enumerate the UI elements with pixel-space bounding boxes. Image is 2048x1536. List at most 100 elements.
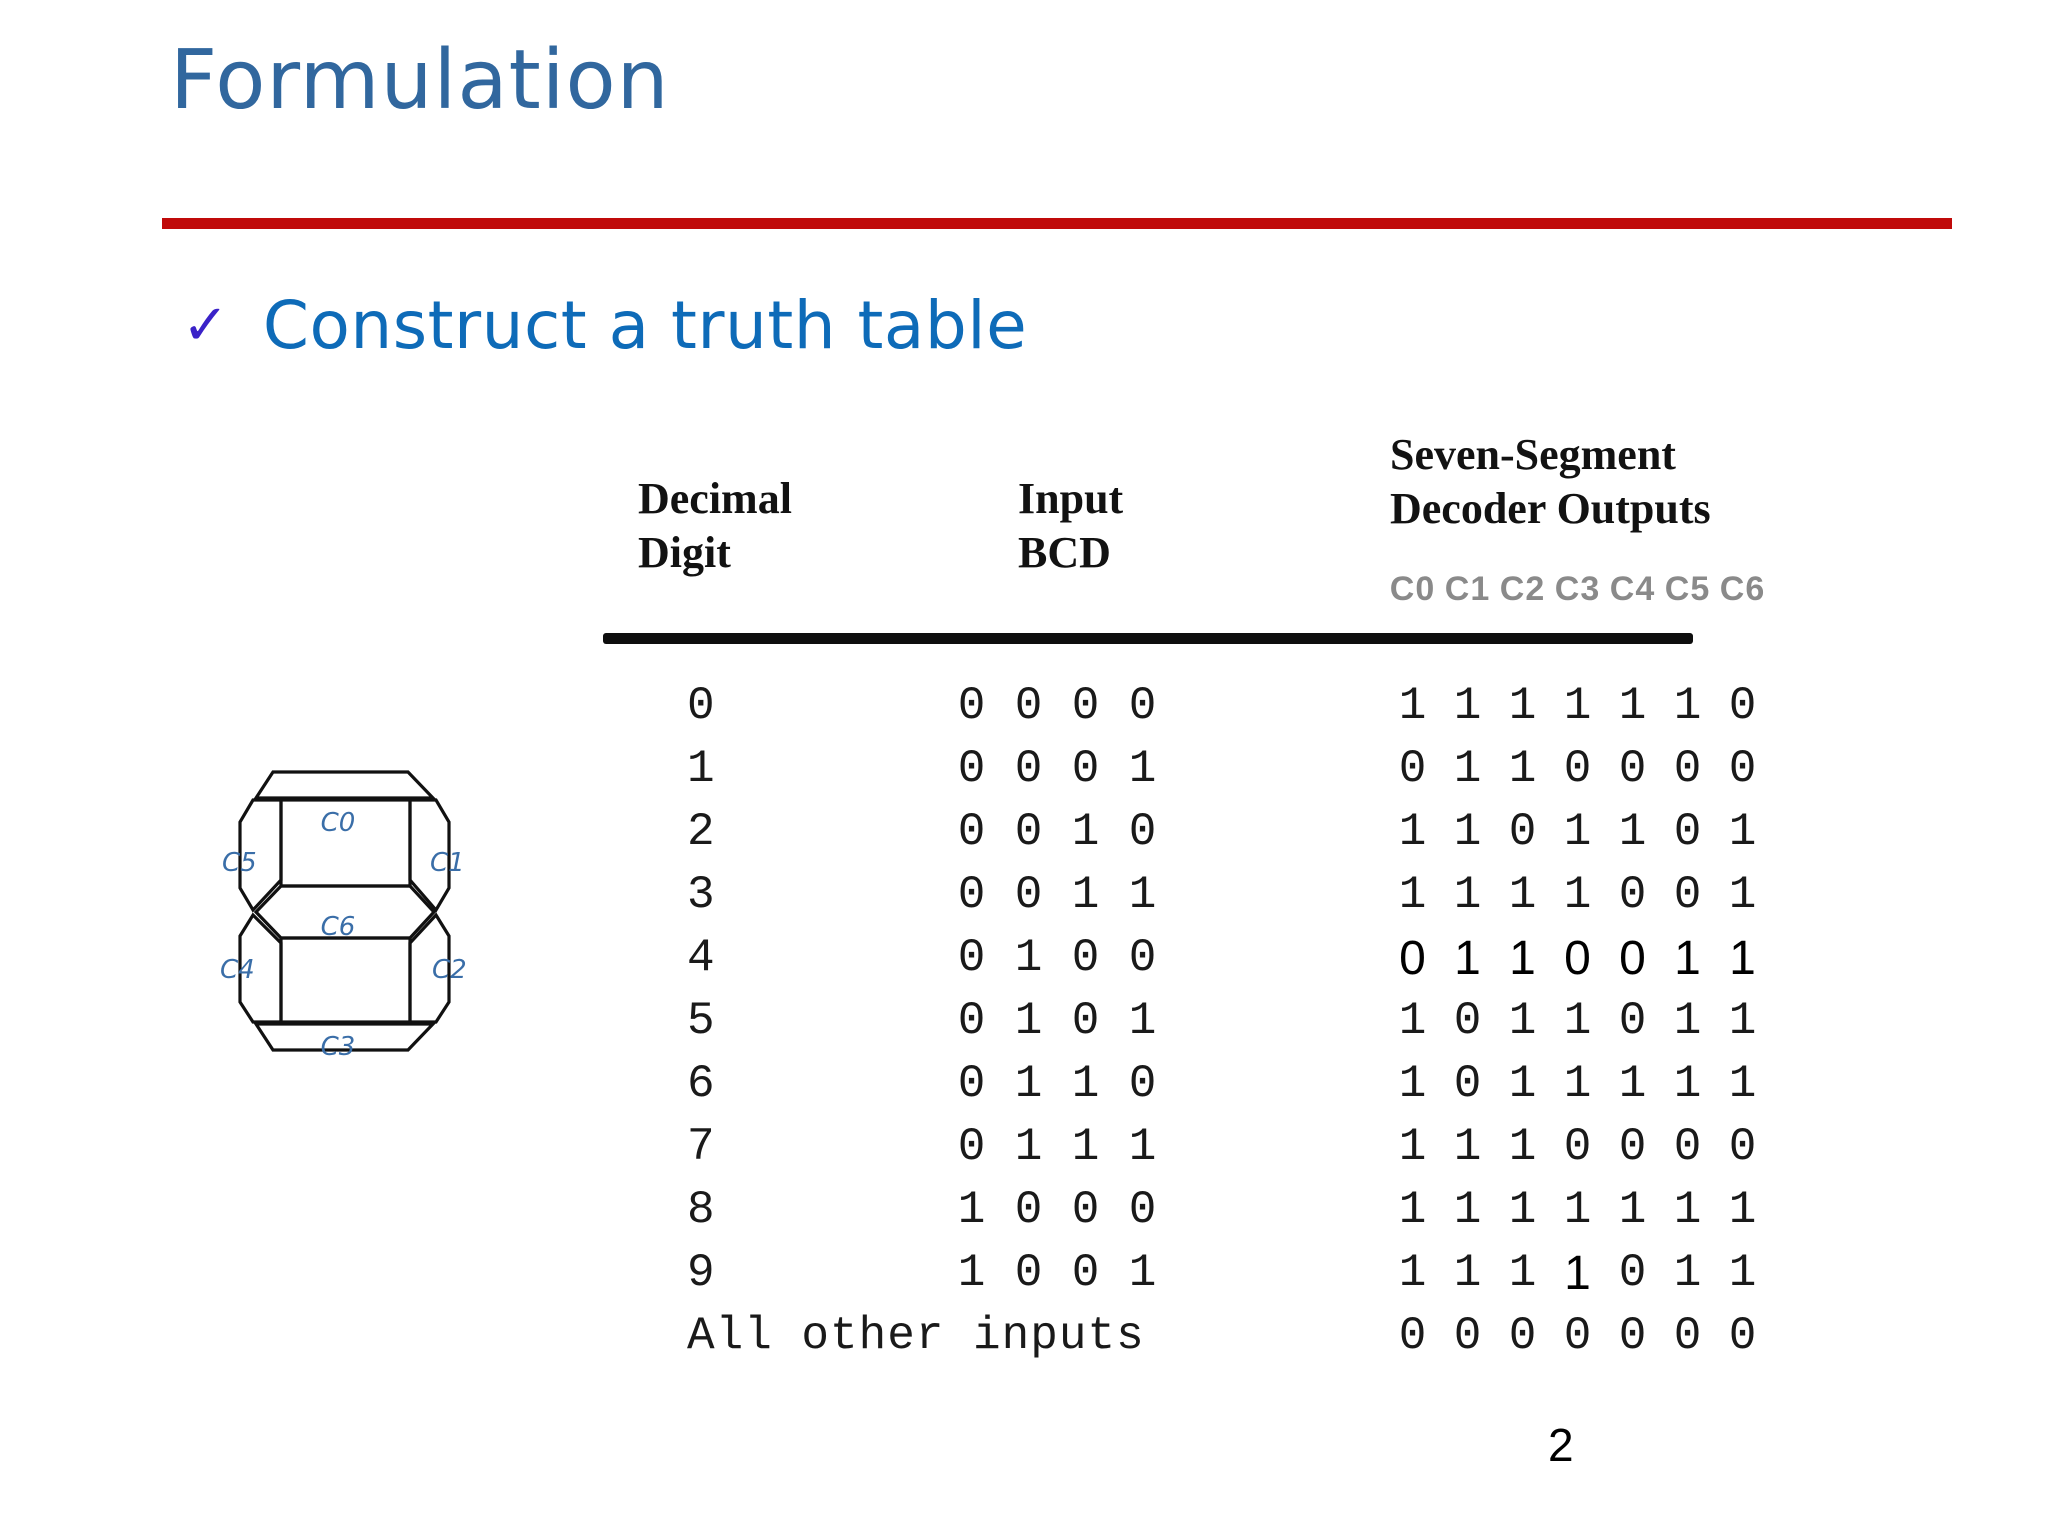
cell-bcd-bit-3: 0 [1128, 680, 1157, 732]
cell-decimal-digit: 4 [687, 932, 715, 984]
cell-decimal-digit: 7 [687, 1121, 715, 1173]
cell-output-c5: 0 [1673, 1121, 1702, 1173]
cell-output-c1: 1 [1453, 743, 1482, 795]
output-column-label-c5: C5 [1664, 570, 1711, 608]
table-header-rule [603, 633, 1693, 644]
cell-output-c4: 1 [1618, 1058, 1647, 1110]
cell-decimal-digit: 3 [687, 869, 715, 921]
checkmark-icon: ✓ [182, 293, 229, 358]
cell-bcd-bit-3: 0 [1128, 1058, 1157, 1110]
cell-output-c1: 0 [1453, 1310, 1482, 1362]
cell-output-c5: 1 [1673, 1184, 1702, 1236]
cell-bcd-bit-3: 0 [1128, 932, 1157, 984]
cell-output-c1: 1 [1453, 1247, 1482, 1299]
cell-bcd-bit-3: 1 [1128, 869, 1157, 921]
cell-output-c1: 0 [1453, 995, 1482, 1047]
cell-bcd-bit-0: 1 [957, 1247, 986, 1299]
cell-output-c6: 1 [1728, 1184, 1757, 1236]
cell-output-c0: 1 [1398, 1058, 1427, 1110]
bullet-construct-truth-table: ✓ Construct a truth table [182, 293, 1027, 359]
cell-decimal-digit: 1 [687, 743, 715, 795]
cell-bcd-bit-0: 0 [957, 869, 986, 921]
cell-output-c4: 0 [1618, 869, 1647, 921]
cell-output-c3: 0 [1564, 932, 1591, 985]
cell-output-c3: 1 [1563, 680, 1592, 732]
cell-bcd-bit-1: 0 [1014, 869, 1043, 921]
cell-bcd-bit-0: 0 [957, 1058, 986, 1110]
cell-output-c6: 1 [1728, 806, 1757, 858]
segment-label-c1: C1 [430, 848, 465, 878]
cell-output-c6: 1 [1728, 1247, 1757, 1299]
cell-bcd-bit-0: 0 [957, 995, 986, 1047]
column-header-input-bcd: Input BCD [1018, 474, 1124, 577]
cell-bcd-bit-1: 0 [1014, 1184, 1043, 1236]
cell-output-c2: 1 [1508, 869, 1537, 921]
cell-output-c4: 1 [1618, 806, 1647, 858]
cell-bcd-bit-0: 0 [957, 932, 986, 984]
cell-output-c0: 1 [1398, 1247, 1427, 1299]
cell-bcd-bit-2: 0 [1071, 680, 1100, 732]
cell-bcd-bit-0: 0 [957, 1121, 986, 1173]
cell-output-c5: 0 [1673, 743, 1702, 795]
cell-bcd-bit-1: 1 [1014, 1121, 1043, 1173]
cell-bcd-bit-3: 0 [1128, 806, 1157, 858]
cell-output-c6: 1 [1728, 995, 1757, 1047]
cell-bcd-bit-2: 0 [1071, 1184, 1100, 1236]
cell-output-c1: 1 [1453, 869, 1482, 921]
cell-decimal-digit: 2 [687, 806, 715, 858]
cell-output-c5: 0 [1673, 869, 1702, 921]
cell-bcd-bit-0: 1 [957, 1184, 986, 1236]
all-other-inputs-label: All other inputs [687, 1310, 1145, 1362]
cell-bcd-bit-2: 1 [1071, 1121, 1100, 1173]
cell-output-c4: 0 [1618, 743, 1647, 795]
output-column-label-c4: C4 [1609, 570, 1656, 608]
cell-bcd-bit-1: 0 [1014, 743, 1043, 795]
cell-bcd-bit-0: 0 [957, 680, 986, 732]
seven-segment-icon [238, 770, 451, 1052]
cell-output-c2: 0 [1508, 806, 1537, 858]
segment-label-c3: C3 [320, 1032, 356, 1062]
cell-bcd-bit-1: 0 [1014, 806, 1043, 858]
cell-output-c5: 1 [1673, 1247, 1702, 1299]
cell-output-c6: 1 [1728, 869, 1757, 921]
cell-bcd-bit-0: 0 [957, 806, 986, 858]
cell-bcd-bit-3: 1 [1128, 995, 1157, 1047]
cell-output-c6: 0 [1728, 680, 1757, 732]
cell-output-c2: 1 [1508, 1058, 1537, 1110]
cell-output-c4: 0 [1619, 932, 1646, 985]
cell-decimal-digit: 9 [687, 1247, 715, 1299]
cell-output-c4: 0 [1618, 1121, 1647, 1173]
segment-label-c5: C5 [222, 848, 257, 878]
cell-output-c4: 0 [1618, 1247, 1647, 1299]
cell-output-c5: 1 [1673, 995, 1702, 1047]
cell-output-c0: 1 [1398, 869, 1427, 921]
cell-output-c2: 1 [1508, 680, 1537, 732]
cell-output-c1: 1 [1453, 1184, 1482, 1236]
cell-bcd-bit-0: 0 [957, 743, 986, 795]
cell-bcd-bit-2: 0 [1071, 1247, 1100, 1299]
cell-bcd-bit-1: 1 [1014, 1058, 1043, 1110]
cell-output-c0: 0 [1399, 932, 1426, 985]
cell-output-c3: 1 [1563, 995, 1592, 1047]
cell-bcd-bit-1: 1 [1014, 932, 1043, 984]
